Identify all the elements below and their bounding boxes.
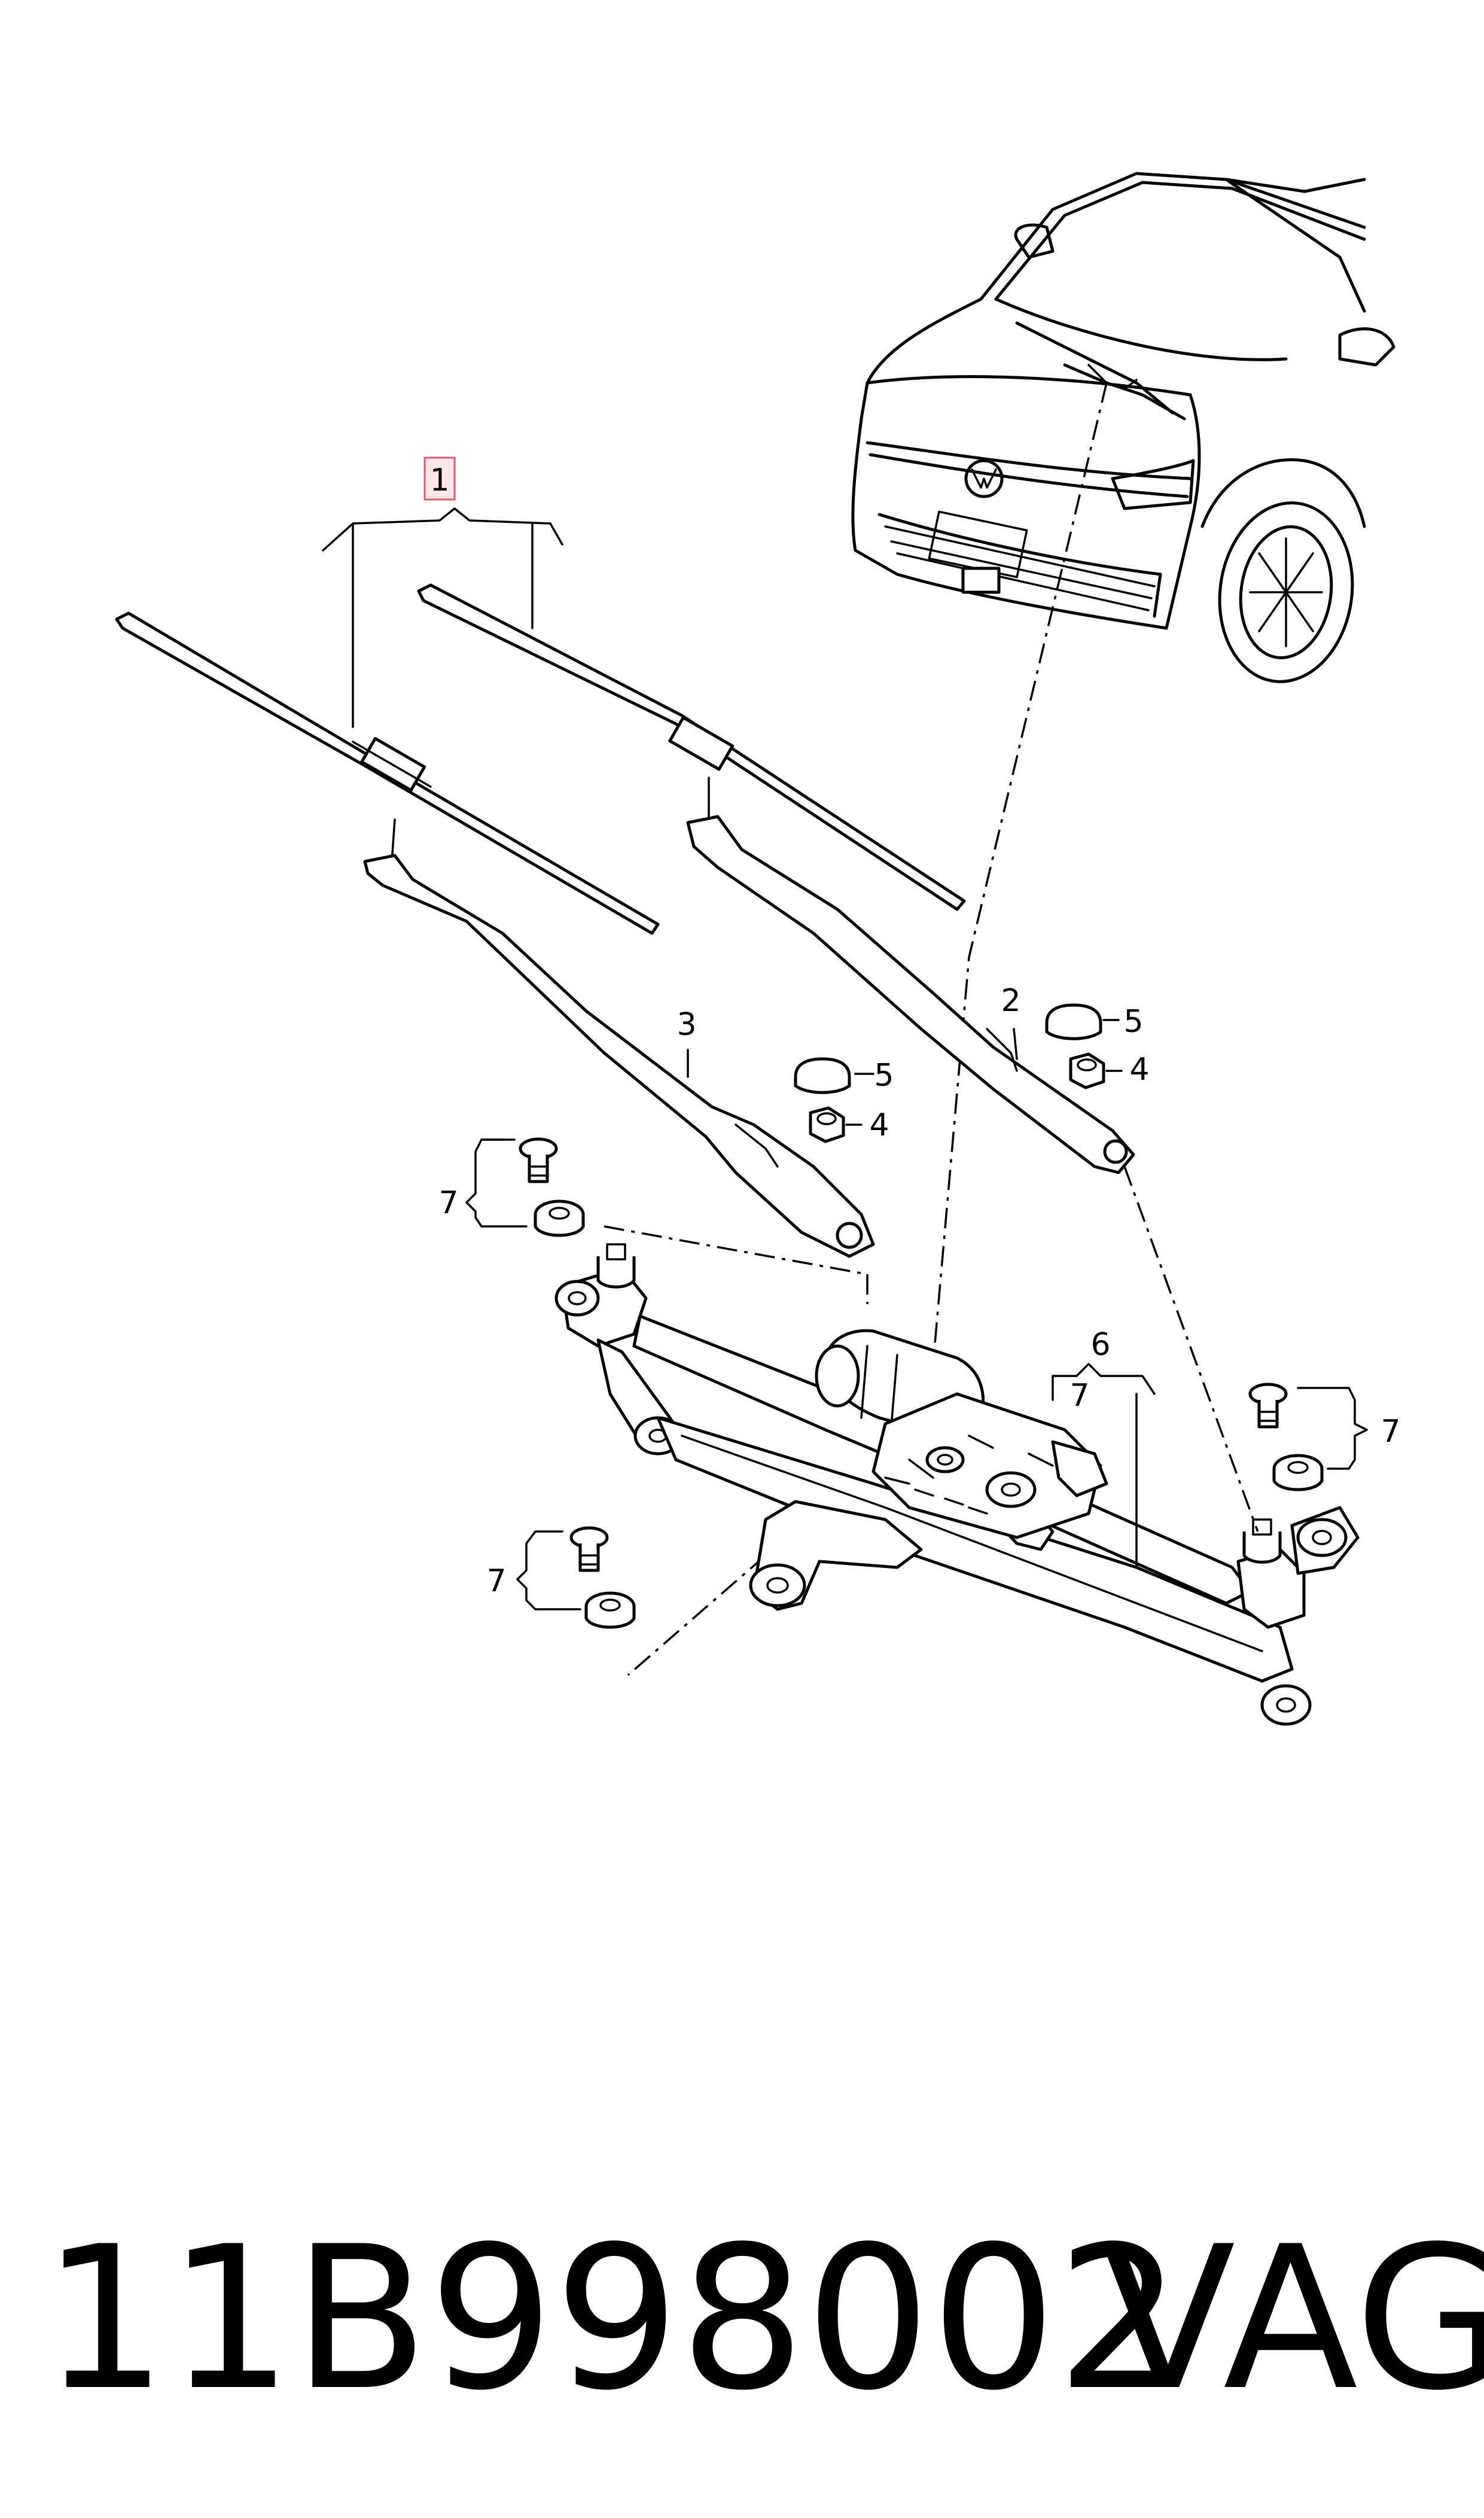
pin-7-right [1248,1383,1288,1429]
wiper-blade-right [417,583,966,911]
grommet-7-right [1272,1454,1324,1491]
callout-7-right: 7 [1381,1414,1400,1450]
callout-7-linkage: 7 [1069,1378,1089,1414]
pin-7-lower-left [569,1526,609,1572]
part-1-highlight [423,456,456,501]
callout-4-left: 4 [869,1107,889,1143]
cap-5-right [1045,1003,1102,1040]
grommet-7-lower-left [584,1591,636,1629]
wiper-arm-left [363,818,875,1258]
brand-name: VAG [1101,2204,1484,2434]
nut-4-left [809,1106,845,1143]
callout-1: 1 [429,462,449,498]
pin-7-upper-left [519,1137,558,1183]
bracket-1 [322,456,563,728]
callout-bracket-7-right [1297,1387,1368,1470]
callout-bracket-7-upper-left [465,1138,528,1228]
callout-3: 3 [677,1007,696,1043]
wiper-arm-right [686,777,1135,1174]
footer-caption: 11B998002 VAG [42,2204,1484,2434]
callout-leaders [687,1019,1123,1126]
callout-7-lower-left: 7 [486,1563,506,1599]
callout-2: 2 [1001,983,1020,1019]
nut-4-right [1069,1052,1105,1089]
grommet-7-upper-left [534,1199,585,1237]
callout-bracket-6 [1052,1363,1156,1569]
callout-4-right: 4 [1129,1052,1149,1088]
callout-5-right: 5 [1123,1004,1143,1040]
callout-7-upper-left: 7 [438,1185,458,1221]
callout-bracket-7-lower-left [516,1530,581,1610]
wiper-blade-left [115,611,660,935]
car-illustration [851,172,1395,683]
callout-5-left: 5 [874,1058,894,1094]
part-number: 11B998002 [42,2204,1182,2434]
callout-labels: 1 2 3 4 5 4 5 6 7 7 7 7 [429,462,1400,1599]
cap-5-left [794,1057,851,1094]
callout-6: 6 [1090,1327,1110,1363]
leader-lines [604,382,1263,1676]
wiper-motor [815,1329,1108,1539]
